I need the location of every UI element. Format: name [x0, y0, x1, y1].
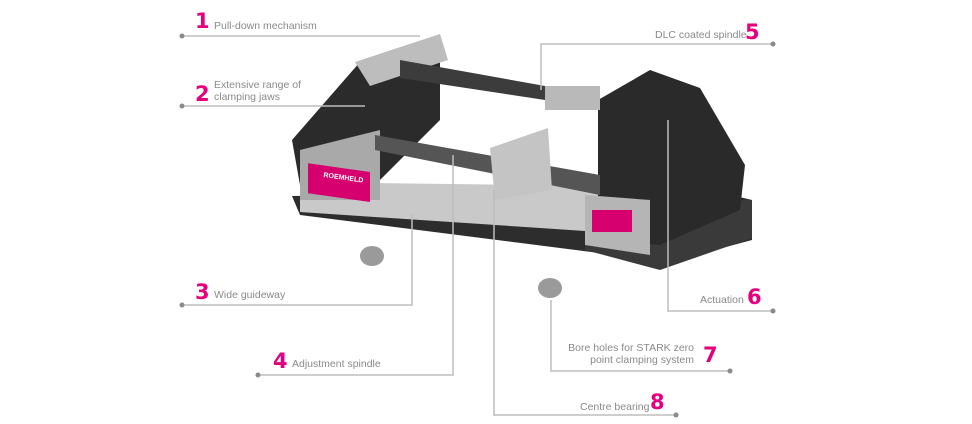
- hilma-plate: [592, 210, 632, 232]
- callout-label-5: DLC coated spindle: [655, 29, 747, 41]
- callout-dot-1: [179, 33, 185, 39]
- callout-number-3: 3: [195, 280, 210, 304]
- callout-number-6: 6: [747, 285, 762, 309]
- callout-dot-3: [179, 302, 185, 308]
- centre-bearing: [490, 128, 552, 200]
- callout-label-4: Adjustment spindle: [292, 358, 381, 370]
- callout-label-8: Centre bearing: [580, 401, 650, 413]
- callout-dot-2: [179, 103, 185, 109]
- callout-label-3: Wide guideway: [214, 289, 286, 301]
- bore-insert-right: [538, 278, 562, 298]
- callout-line-5: [540, 43, 773, 90]
- spindle-sleeve: [545, 86, 600, 110]
- callout-number-1: 1: [195, 9, 210, 33]
- callout-number-4: 4: [273, 349, 288, 373]
- callout-dot-5: [770, 41, 776, 47]
- callout-line-7: [550, 300, 730, 372]
- callout-line-3: [182, 215, 413, 306]
- callout-dot-8: [673, 412, 679, 418]
- callout-line-8: [493, 190, 676, 416]
- callout-number-8: 8: [650, 390, 665, 414]
- left-jaw-top: [355, 34, 448, 86]
- callout-number-2: 2: [195, 82, 210, 106]
- bore-insert-left: [360, 246, 384, 266]
- callout-label-1: Pull-down mechanism: [214, 20, 317, 32]
- roemheld-plate: [308, 163, 370, 203]
- callout-dot-6: [770, 308, 776, 314]
- callout-label-6: Actuation: [700, 294, 744, 306]
- callout-number-7: 7: [703, 343, 718, 367]
- callout-number-5: 5: [745, 20, 760, 44]
- dlc-spindle: [400, 60, 545, 100]
- callout-dot-4: [255, 372, 261, 378]
- callout-line-6: [667, 120, 773, 312]
- callout-line-4: [258, 155, 454, 376]
- callout-dot-7: [727, 368, 733, 374]
